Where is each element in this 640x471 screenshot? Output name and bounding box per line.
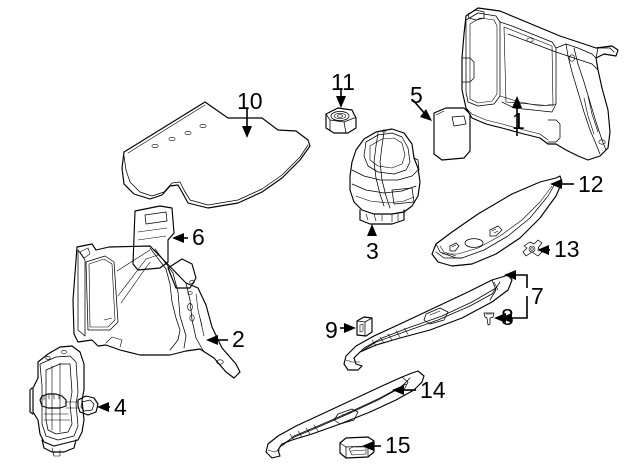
callout-label-10[interactable]: 10 xyxy=(237,88,263,114)
callout-label-15[interactable]: 15 xyxy=(385,432,411,458)
callout-label-14[interactable]: 14 xyxy=(420,377,446,403)
leader-8 xyxy=(494,313,506,323)
leader-14 xyxy=(392,385,416,395)
callout-label-12[interactable]: 12 xyxy=(578,171,604,197)
callout-label-9[interactable]: 9 xyxy=(325,317,338,343)
part-5-access-cover xyxy=(433,107,471,161)
leader-5 xyxy=(412,99,432,121)
leader-4 xyxy=(97,402,110,412)
leader-12 xyxy=(550,179,574,189)
part-12-wedge-trim-panel xyxy=(431,175,563,267)
leader-9 xyxy=(340,323,356,333)
leader-1 xyxy=(512,96,522,136)
callout-label-7[interactable]: 7 xyxy=(531,283,544,309)
callout-label-6[interactable]: 6 xyxy=(192,224,205,250)
leader-6 xyxy=(172,233,188,243)
callout-label-3[interactable]: 3 xyxy=(366,238,379,264)
callout-label-5[interactable]: 5 xyxy=(410,82,423,108)
callout-label-1[interactable]: 1 xyxy=(512,108,525,134)
callout-label-4[interactable]: 4 xyxy=(114,394,127,420)
leader-10 xyxy=(242,108,252,138)
leader-13 xyxy=(537,245,550,255)
leader-2 xyxy=(206,335,228,345)
callout-label-13[interactable]: 13 xyxy=(554,236,580,262)
leader-11 xyxy=(336,88,346,108)
part-4-tool-bracket-holder xyxy=(29,345,99,457)
leader-15 xyxy=(362,441,381,451)
part-1-quarter-trim-panel xyxy=(461,7,619,161)
part-15-sill-plate-grommet xyxy=(339,436,375,459)
callout-label-8[interactable]: 8 xyxy=(501,304,514,330)
callout-label-11[interactable]: 11 xyxy=(331,69,355,95)
part-9-end-cap-clip xyxy=(356,316,373,337)
leader-3 xyxy=(367,224,377,236)
part-14-lower-sill-plate xyxy=(265,370,425,459)
callout-label-2[interactable]: 2 xyxy=(232,326,245,352)
part-3-jack-and-tool-assembly xyxy=(349,128,421,225)
part-11-tie-down-cap xyxy=(325,107,357,134)
part-10-cargo-floor-mat xyxy=(121,101,311,209)
part-2-lower-quarter-trim-panel xyxy=(72,243,241,379)
part-7-rear-sill-scuff-plate xyxy=(343,274,513,371)
part-13-winged-fastener xyxy=(522,239,543,257)
part-6-storage-lid-cover xyxy=(132,205,175,271)
part-8-push-pin-retainer xyxy=(483,312,495,326)
